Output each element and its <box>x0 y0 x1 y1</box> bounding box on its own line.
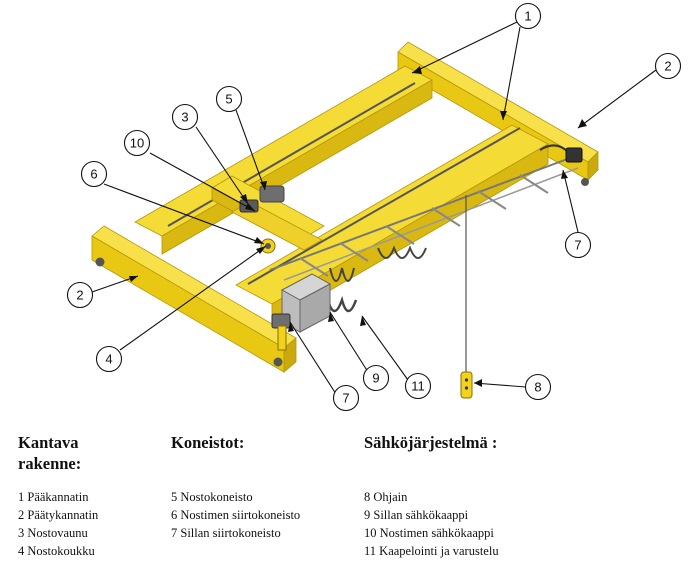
legend-item: 5 Nostokoneisto <box>171 490 253 504</box>
legend-machinery: Koneistot: 5 Nostokoneisto 6 Nostimen si… <box>171 432 300 542</box>
callout-2-near-label: 2 <box>76 288 83 303</box>
leader-lines <box>91 21 657 395</box>
callout-4-label: 4 <box>105 352 112 367</box>
callout-7-near-label: 7 <box>342 391 349 406</box>
legend-item: 1 Pääkannatin <box>18 490 89 504</box>
callout-2-label: 2 <box>664 59 671 74</box>
legend-item: 3 Nostovaunu <box>18 526 88 540</box>
callout-3-marker: 3 <box>171 103 199 131</box>
legend-item: 7 Sillan siirtokoneisto <box>171 526 281 540</box>
legend-electrical-list: 8 Ohjain 9 Sillan sähkökaappi 10 Nostime… <box>364 488 499 560</box>
legend-structure: Kantava rakenne: 1 Pääkannatin 2 Päätyka… <box>18 432 98 560</box>
callout-8-label: 8 <box>534 380 541 395</box>
callout-11-marker: 11 <box>404 372 432 400</box>
legend-structure-heading-line1: Kantava <box>18 433 79 452</box>
pendant-control <box>460 195 473 399</box>
callout-7-far-label: 7 <box>574 238 581 253</box>
legend-structure-heading-line2: rakenne: <box>18 454 82 473</box>
callout-1-label: 1 <box>524 9 531 24</box>
callout-2-near-marker: 2 <box>66 281 94 309</box>
legend-machinery-heading: Koneistot: <box>171 433 245 452</box>
legend-item: 6 Nostimen siirtokoneisto <box>171 508 301 522</box>
legend-item: 8 Ohjain <box>364 490 408 504</box>
legend-item: 2 Päätykannatin <box>18 508 99 522</box>
callout-3-label: 3 <box>181 110 188 125</box>
leader-arrowheads <box>129 66 587 387</box>
legend-item: 9 Sillan sähkökaappi <box>364 508 469 522</box>
callout-1-marker: 1 <box>514 2 542 30</box>
callout-4-marker: 4 <box>95 345 123 373</box>
main-girder-back <box>134 65 433 255</box>
callout-7-near-marker: 7 <box>332 384 360 412</box>
end-carriage-near <box>91 225 297 373</box>
callout-2-marker: 2 <box>654 52 682 80</box>
overhead-crane-diagram: 1 2 3 5 10 6 7 2 <box>66 2 682 412</box>
callout-7-far-marker: 7 <box>564 231 592 259</box>
hoist-drum <box>260 238 276 254</box>
legend-item: 10 Nostimen sähkökaappi <box>364 526 494 540</box>
callout-6-marker: 6 <box>80 160 108 188</box>
callout-10-marker: 10 <box>123 129 151 157</box>
bridge-travel-drive-near <box>271 313 291 351</box>
callout-11-label: 11 <box>411 379 425 394</box>
legend-electrical-heading: Sähköjärjestelmä : <box>364 433 498 452</box>
legend-item: 11 Kaapelointi ja varustelu <box>364 544 499 558</box>
callout-9-marker: 9 <box>362 364 390 392</box>
legend-electrical: Sähköjärjestelmä : 8 Ohjain 9 Sillan säh… <box>364 432 499 560</box>
callout-10-label: 10 <box>130 136 144 151</box>
callout-6-label: 6 <box>90 167 97 182</box>
callout-5-label: 5 <box>225 92 232 107</box>
callout-8-marker: 8 <box>524 373 552 401</box>
legend-machinery-list: 5 Nostokoneisto 6 Nostimen siirtokoneist… <box>171 488 300 542</box>
legend-structure-heading: Kantava rakenne: <box>18 432 98 474</box>
callouts: 1 2 3 5 10 6 7 2 <box>66 2 682 412</box>
callout-5-marker: 5 <box>215 85 243 113</box>
legend-structure-list: 1 Pääkannatin 2 Päätykannatin 3 Nostovau… <box>18 488 98 560</box>
bridge-travel-drive-far <box>565 147 583 163</box>
callout-9-label: 9 <box>372 371 379 386</box>
legend-item: 4 Nostokoukku <box>18 544 95 558</box>
